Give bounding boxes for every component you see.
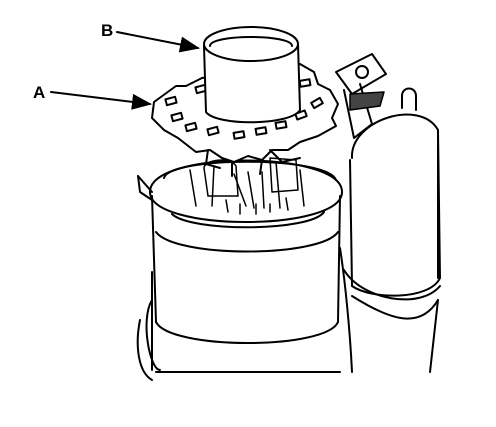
leader-line-a <box>50 91 152 110</box>
commutator-sleeve <box>203 26 301 124</box>
leader-line-b <box>116 31 200 53</box>
callout-label-b: B <box>101 21 114 40</box>
armature-housing <box>137 159 343 344</box>
motor-housing <box>136 247 439 381</box>
callout-label-a: A <box>33 83 46 102</box>
brush-holder <box>189 157 305 215</box>
solenoid-body <box>343 87 441 301</box>
terminal-cable <box>349 91 385 111</box>
